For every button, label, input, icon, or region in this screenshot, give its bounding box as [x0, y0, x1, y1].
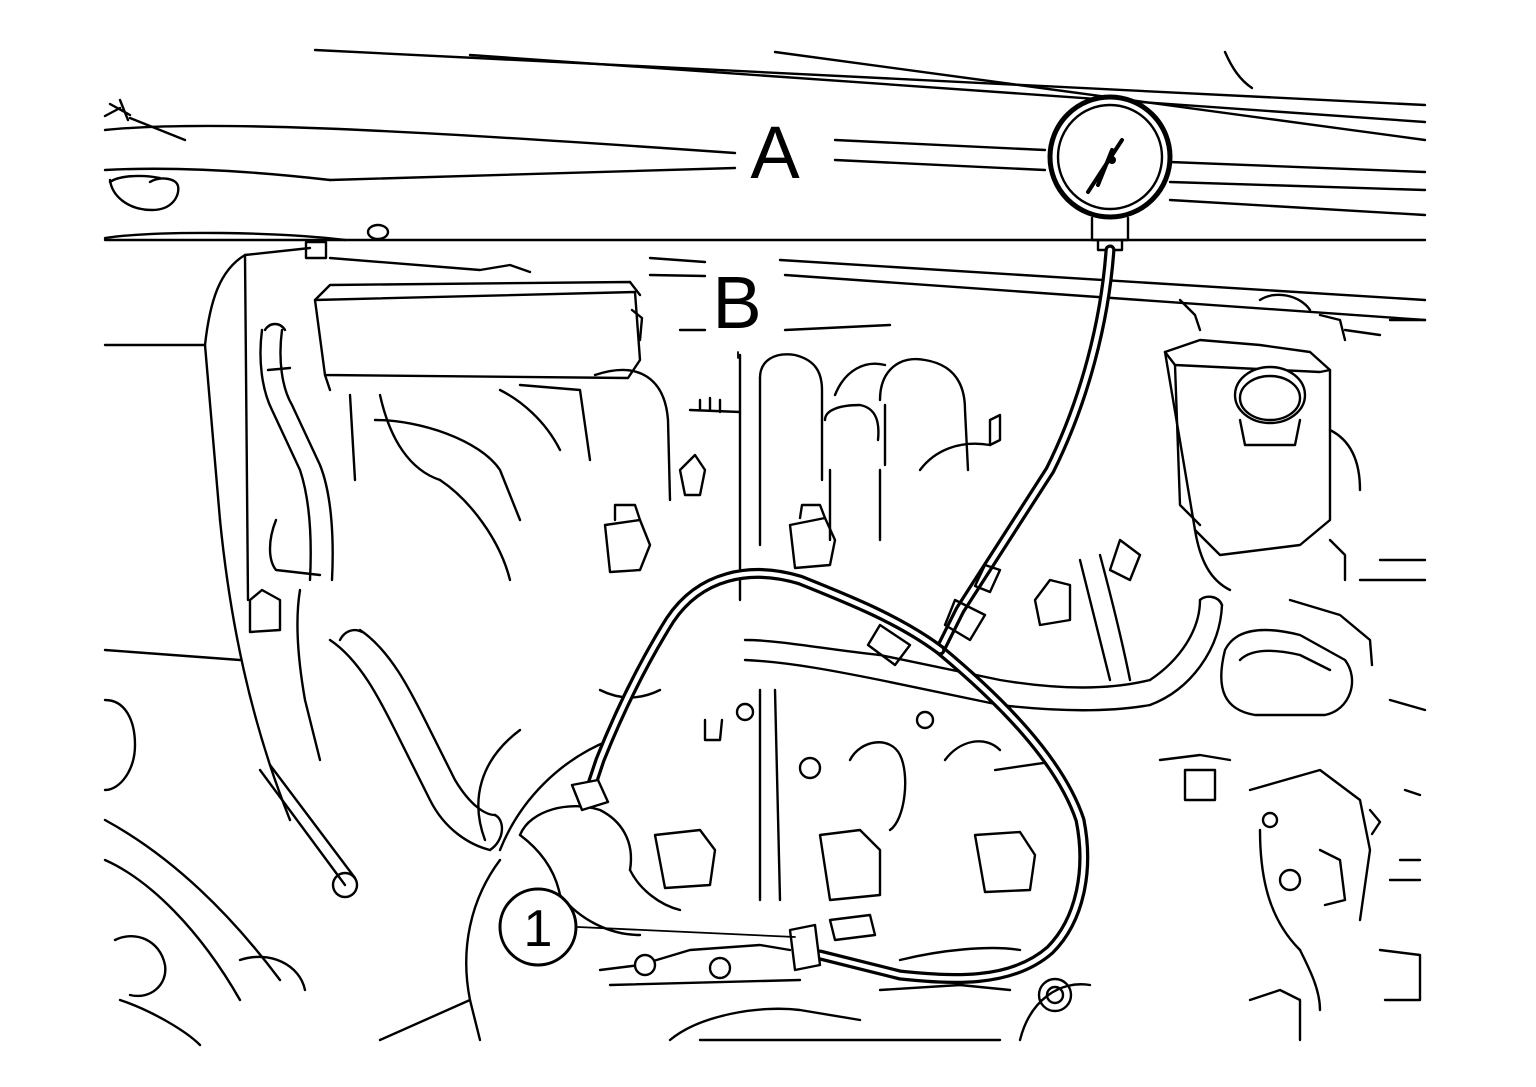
left-pipes [248, 322, 504, 852]
injector-region [598, 503, 1052, 902]
pressure-gauge [1047, 94, 1173, 252]
lower-intake [378, 728, 682, 1042]
lower-structure [598, 943, 1092, 1042]
label-b: B [712, 261, 761, 344]
air-cleaner [304, 240, 672, 582]
intake-manifold [678, 353, 1002, 602]
label-a: A [750, 111, 800, 194]
callout-1-number: 1 [524, 900, 553, 958]
cross-hoses [743, 538, 1224, 712]
hood-lines [103, 48, 1427, 347]
right-components [1158, 538, 1427, 1042]
callout-1: 1 [498, 887, 578, 967]
left-fender [103, 174, 390, 1047]
leader-lines [577, 351, 796, 938]
gauge-hose [570, 244, 1116, 984]
reservoir [1163, 293, 1427, 592]
